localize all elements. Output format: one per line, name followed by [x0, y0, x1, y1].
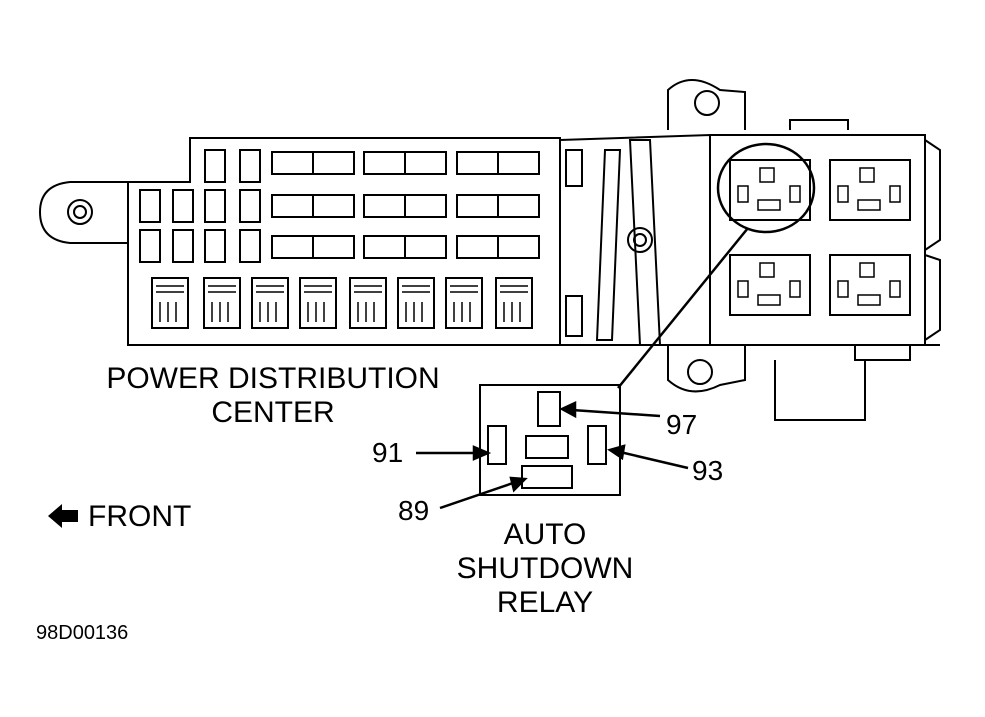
pdc-label: POWER DISTRIBUTION CENTER [88, 362, 458, 430]
fuse-row-top [271, 151, 540, 175]
figure-code: 98D00136 [36, 622, 129, 644]
leader-arrows [416, 401, 689, 510]
pdc-label-line2: CENTER [211, 396, 335, 429]
left-mounting-ear [38, 181, 128, 244]
relay-label: AUTO SHUTDOWN RELAY [440, 518, 650, 620]
terminal-97-blade [537, 391, 561, 427]
front-label: FRONT [88, 500, 192, 533]
terminal-91-blade [487, 425, 507, 465]
left-arrow-icon [48, 504, 78, 528]
lower-bracket [667, 345, 911, 421]
terminal-93-label: 93 [692, 455, 724, 486]
asd-relay-highlight-circle [716, 142, 816, 234]
terminal-89-label: 89 [398, 495, 430, 526]
terminal-97-label: 97 [666, 409, 698, 440]
pdc-label-line1: POWER DISTRIBUTION [106, 362, 440, 395]
fuse-row-middle [271, 194, 540, 218]
relay-label-line1: AUTO [503, 518, 587, 551]
relay-label-line3: RELAY [496, 586, 594, 619]
relay-detail [479, 384, 621, 496]
relay-bay [710, 134, 926, 346]
upper-bracket [667, 79, 849, 130]
pdc-housing [127, 137, 561, 346]
maxi-fuse-row [151, 277, 533, 329]
mini-fuses [139, 149, 261, 263]
terminal-93-blade [587, 425, 607, 465]
relay-sockets [729, 159, 911, 316]
fuse-row-bottom [271, 235, 540, 259]
terminal-91-label: 91 [372, 437, 404, 468]
terminal-89-blade [521, 465, 573, 489]
center-clip [565, 139, 662, 346]
relay-label-line2: SHUTDOWN [456, 552, 634, 585]
